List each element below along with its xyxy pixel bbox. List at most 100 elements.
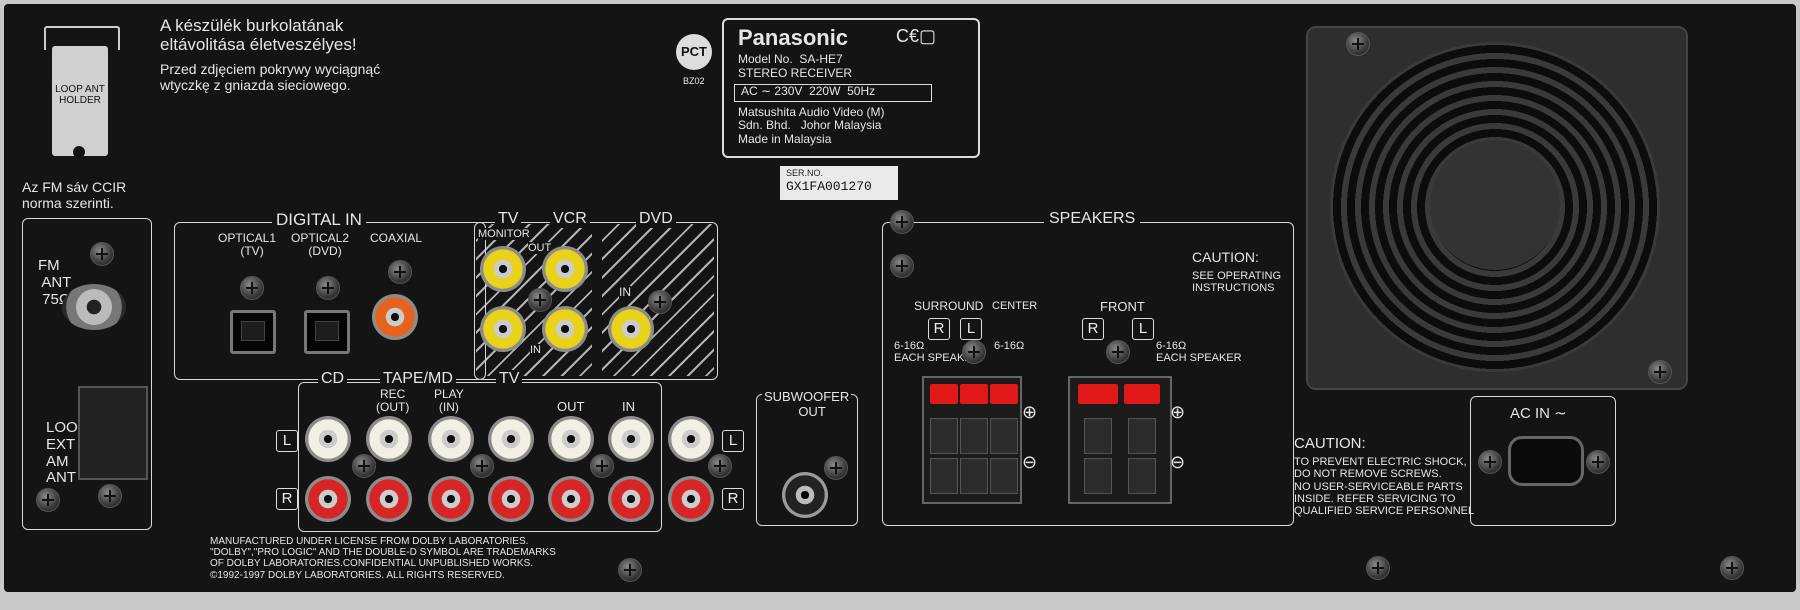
center-minus-terminal[interactable]: [990, 418, 1018, 454]
cert-code: BZ02: [683, 76, 705, 86]
ac-screw-left: [1478, 450, 1502, 474]
ac-inlet-socket[interactable]: [1508, 436, 1584, 486]
surround-l-minus-terminal[interactable]: [960, 418, 988, 454]
optical1-screw: [240, 276, 264, 300]
digital-in-title: DIGITAL IN: [272, 210, 366, 230]
power-rating: AC ∼ 230V 220W 50Hz: [734, 84, 932, 102]
dvd-title: DVD: [636, 210, 676, 228]
loop-ant-holder-bracket: LOOP ANT HOLDER: [44, 26, 120, 168]
shock-caution-text: TO PREVENT ELECTRIC SHOCK, DO NOT REMOVE…: [1294, 456, 1475, 518]
vcr-in-r-jack[interactable]: [608, 476, 654, 522]
product-type: STEREO RECEIVER: [738, 66, 853, 80]
monitor-out-label: OUT: [528, 242, 552, 255]
vcr-audio-out-label: OUT: [557, 399, 585, 414]
front-l-release-lever[interactable]: [1128, 458, 1156, 494]
front-label: FRONT: [1100, 299, 1145, 314]
tv-monitor-title: TV: [495, 210, 522, 228]
optical2-label: OPTICAL2 (DVD): [291, 231, 350, 259]
coaxial-label: COAXIAL: [370, 231, 423, 245]
optical2-jack[interactable]: [304, 310, 350, 354]
surround-label: SURROUND: [914, 299, 984, 313]
model-number: Model No. SA-HE7: [738, 52, 843, 66]
front-r-plus-terminal[interactable]: [1078, 384, 1118, 404]
bottom-screw-2: [1366, 556, 1390, 580]
fm-band-note: Az FM sáv CCIR norma szerinti.: [22, 179, 127, 211]
center-label: CENTER: [992, 300, 1038, 312]
am-antenna-terminal[interactable]: [78, 386, 148, 480]
dvd-in-label: IN: [619, 285, 631, 300]
cooling-fan-grille: [1306, 26, 1688, 390]
front-l-minus-terminal[interactable]: [1128, 418, 1156, 454]
speaker-screw-mid: [890, 254, 914, 278]
fm-screw: [90, 242, 114, 266]
shock-caution-title: CAUTION:: [1294, 435, 1366, 452]
vcr-out-l-jack[interactable]: [548, 416, 594, 462]
tape-rec-l-jack[interactable]: [366, 416, 412, 462]
vcr-in-l-jack[interactable]: [608, 416, 654, 462]
surround-l-plus-terminal[interactable]: [960, 384, 988, 404]
black-back-plate: A készülék burkolatának eltávolitása éle…: [4, 4, 1796, 592]
center-plus-terminal[interactable]: [990, 384, 1018, 404]
surround-r-plus-terminal[interactable]: [930, 384, 958, 404]
left-channel-badge: L: [276, 430, 298, 452]
fm-antenna-connector[interactable]: [62, 284, 126, 330]
vcr-in-label: IN: [530, 344, 541, 357]
vcr-out-r-jack[interactable]: [548, 476, 594, 522]
right-channel-badge: R: [276, 488, 298, 510]
tv-audio-r-jack[interactable]: [488, 476, 534, 522]
dvd-audio-r-jack[interactable]: [668, 476, 714, 522]
antenna-section: [22, 218, 152, 530]
front-plus-symbol: ⊕: [1170, 402, 1186, 422]
front-impedance: 6-16Ω EACH SPEAKER: [1156, 340, 1242, 365]
audio-screw-1: [352, 454, 376, 478]
surround-r-release-lever[interactable]: [930, 458, 958, 494]
cd-l-jack[interactable]: [305, 416, 351, 462]
dvd-audio-l-jack[interactable]: [668, 416, 714, 462]
am-ant-label: LOOP EXT AM ANT: [46, 419, 88, 487]
coaxial-jack[interactable]: [372, 294, 418, 340]
front-screw: [1106, 340, 1130, 364]
front-r-release-lever[interactable]: [1084, 458, 1112, 494]
audio-screw-3: [590, 454, 614, 478]
vcr-out-jack[interactable]: [542, 246, 588, 292]
tv-monitor-out-jack[interactable]: [480, 246, 526, 292]
front-l-plus-terminal[interactable]: [1124, 384, 1160, 404]
subwoofer-label: SUBWOOFER OUT: [762, 389, 852, 420]
optical1-jack[interactable]: [230, 310, 276, 354]
tv-in-video-jack[interactable]: [480, 306, 526, 352]
tape-md-label: TAPE/MD: [380, 370, 456, 388]
optical2-screw: [316, 276, 340, 300]
cd-r-jack[interactable]: [305, 476, 351, 522]
left-channel-badge-right: L: [722, 430, 744, 452]
coaxial-screw: [388, 260, 412, 284]
front-r-minus-terminal[interactable]: [1084, 418, 1112, 454]
ant-screw-right: [98, 484, 122, 508]
tv-audio-l-jack[interactable]: [488, 416, 534, 462]
brand-logo: Panasonic: [738, 25, 849, 50]
dvd-in-jack[interactable]: [608, 306, 654, 352]
dvd-screw: [648, 290, 672, 314]
audio-in-section: [298, 382, 662, 532]
warning-polish: Przed zdjęciem pokrywy wyciągnąć wtyczkę…: [160, 61, 381, 93]
speaker-screw-top: [890, 210, 914, 234]
front-minus-symbol: ⊖: [1170, 452, 1186, 472]
surround-r-minus-terminal[interactable]: [930, 418, 958, 454]
audio-screw-2: [470, 454, 494, 478]
subwoofer-out-jack[interactable]: [782, 472, 828, 518]
subwoofer-screw: [824, 456, 848, 480]
surround-l-release-lever[interactable]: [960, 458, 988, 494]
tape-play-r-jack[interactable]: [428, 476, 474, 522]
ac-screw-right: [1586, 450, 1610, 474]
speakers-caution: CAUTION:: [1192, 249, 1259, 265]
fan-screw-br: [1648, 360, 1672, 384]
vcr-in-jack[interactable]: [542, 306, 588, 352]
center-release-lever[interactable]: [990, 458, 1018, 494]
tape-rec-r-jack[interactable]: [366, 476, 412, 522]
ce-mark-icon: C€▢: [896, 26, 937, 46]
speakers-title: SPEAKERS: [1044, 210, 1141, 228]
warning-hungarian: A készülék burkolatának eltávolitása éle…: [160, 16, 357, 55]
tape-play-l-jack[interactable]: [428, 416, 474, 462]
loop-ant-holder-label: LOOP ANT HOLDER: [55, 84, 105, 107]
audio-screw-4: [708, 454, 732, 478]
surround-minus-symbol: ⊖: [1022, 452, 1038, 472]
